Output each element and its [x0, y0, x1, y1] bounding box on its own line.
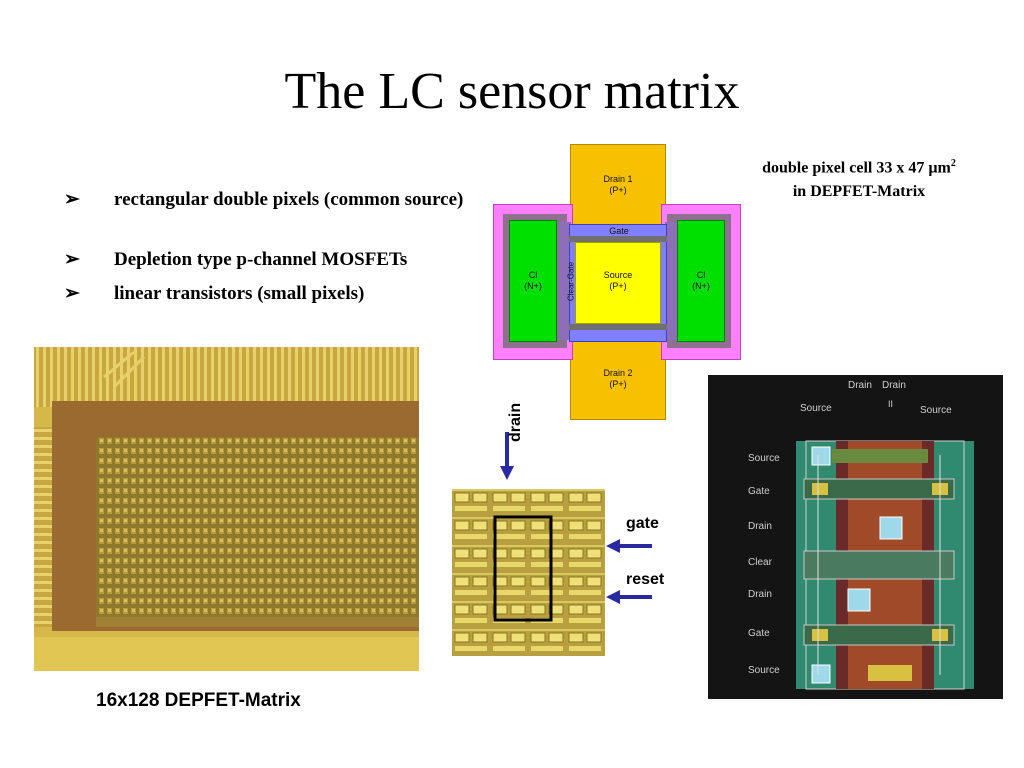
layout-row-label: Gate: [748, 628, 770, 639]
drain-arrow-icon: [500, 432, 514, 482]
clear-left-label: Cl(N+): [524, 270, 542, 291]
bullet-arrow-icon: ➢: [64, 189, 80, 210]
layout-top-source-left: Source: [800, 403, 832, 414]
pixel-micrograph: [452, 489, 605, 656]
layout-top-source-right: Source: [920, 405, 952, 416]
double-pixel-cell-diagram: Drain 1(P+) Drain 2(P+) Gate Source(P+) …: [493, 144, 741, 420]
clear-gate-strip-left: [559, 222, 571, 340]
pixel-micrograph-image: [452, 489, 605, 656]
layout-row-label: Gate: [748, 486, 770, 497]
source-contact: [575, 242, 661, 324]
reset-label: reset: [626, 571, 665, 588]
bullet-arrow-icon: ➢: [64, 249, 80, 270]
drain-label: drain: [507, 402, 524, 442]
drain1-label: Drain 1(P+): [603, 174, 633, 195]
bullet-text: Depletion type p-channel MOSFETs: [114, 249, 408, 270]
clear-gate-label: Clear-Gate: [566, 261, 576, 302]
cell-caption-line2: in DEPFET-Matrix: [792, 183, 926, 201]
cell-caption-sup: 2: [950, 158, 956, 169]
matrix-caption: 16x128 DEPFET-Matrix: [96, 690, 301, 711]
clear-contact-right: [677, 220, 725, 342]
matrix-micrograph: [34, 347, 419, 671]
gate-edge-top: [569, 236, 667, 242]
gate-edge-bottom: [569, 324, 667, 330]
cell-caption: double pixel cell 33 x 47 µm2 in DEPFET-…: [728, 152, 990, 204]
layout-drawing: [796, 440, 974, 690]
matrix-micrograph-image: [34, 347, 419, 671]
clear-gate-strip-right: [665, 222, 677, 340]
gate-arrow-icon: [606, 539, 652, 553]
source-label: Source(P+): [603, 270, 633, 291]
bullet-text: rectangular double pixels (common source…: [114, 189, 464, 210]
drain2-label: Drain 2(P+): [603, 368, 633, 389]
cell-caption-line1: double pixel cell 33 x 47 µm: [762, 159, 951, 177]
bullet-arrow-icon: ➢: [64, 283, 80, 304]
layout-row-label: Source: [748, 665, 780, 676]
clear-contact-left: [509, 220, 557, 342]
gate-label: gate: [626, 515, 659, 532]
layout-top-drain-b: Drain: [882, 380, 906, 391]
layout-row-label: Source: [748, 453, 780, 464]
clear-right-label: Cl(N+): [692, 270, 710, 291]
layout-top-roman: II: [888, 399, 894, 409]
bullet-text: linear transistors (small pixels): [114, 283, 365, 304]
reset-arrow-icon: [606, 590, 652, 604]
gate-label: Gate: [609, 226, 629, 236]
layout-panel: Drain Drain II Source Source Source Gate…: [708, 375, 1003, 699]
layout-top-drain-a: Drain: [848, 380, 872, 391]
slide-title: The LC sensor matrix: [284, 63, 740, 120]
layout-row-label: Drain: [748, 521, 772, 532]
layout-row-label: Clear: [748, 557, 772, 568]
layout-row-label: Drain: [748, 589, 772, 600]
